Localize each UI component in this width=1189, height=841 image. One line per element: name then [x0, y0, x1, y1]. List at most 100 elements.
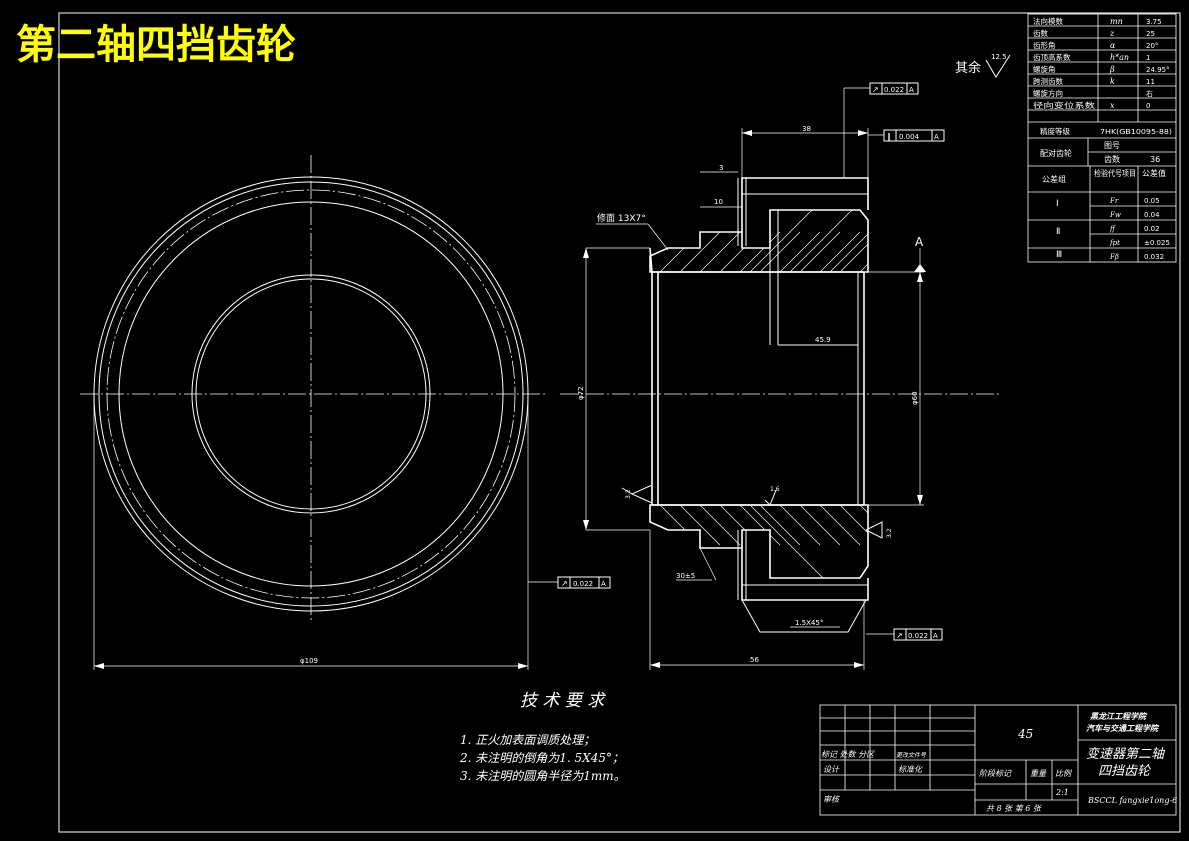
svg-text:BSCCL fangxie1ong-6: BSCCL fangxie1ong-6 [1087, 796, 1177, 805]
param-name: 法向模数 [1033, 16, 1063, 26]
svg-text:3.2: 3.2 [625, 489, 632, 499]
svg-text:∥: ∥ [887, 132, 891, 141]
param-row: 螺旋方向 右 [1033, 88, 1153, 98]
svg-text:3.2: 3.2 [886, 528, 893, 538]
svg-text:标准化: 标准化 [898, 765, 923, 774]
tolerance-frame-bottom: ↗ 0.022 A [893, 628, 943, 641]
roughness-inner-icon: 1.6 [764, 486, 780, 506]
svg-text:设计: 设计 [823, 765, 840, 774]
param-name: 齿形角 [1033, 40, 1056, 50]
material-label: 45 [1017, 727, 1033, 741]
chamfer-note-tip: 修面 13X7° [597, 212, 646, 224]
title-block [819, 704, 1177, 816]
param-symbol: z [1109, 29, 1115, 38]
drawing-border [58, 12, 1181, 833]
tolerance-group: Ⅰ [1056, 199, 1059, 209]
param-name: 径向变位系数 [1033, 100, 1096, 110]
tolerance-code: Fβ [1109, 253, 1119, 261]
param-name: 跨测齿数 [1033, 76, 1063, 86]
svg-text:阶段标记: 阶段标记 [979, 769, 1012, 778]
tolerance-value: 0.02 [1144, 225, 1160, 233]
svg-text:1.6: 1.6 [770, 486, 780, 493]
school-name: 黑龙江工程学院 [1090, 711, 1148, 721]
hatch-upper [650, 210, 868, 272]
dim-angle-30: 30±5 [676, 572, 695, 580]
roughness-symbol-icon: 12.5 [985, 53, 1011, 78]
svg-text:审核: 审核 [823, 795, 841, 804]
dim-length-45: 45.9 [815, 336, 831, 344]
svg-text:2:1: 2:1 [1055, 788, 1069, 797]
svg-text:共 8 张 第 6 张: 共 8 张 第 6 张 [986, 804, 1042, 813]
svg-text:↗: ↗ [561, 579, 568, 588]
param-symbol: β [1109, 65, 1115, 74]
svg-text:0.022: 0.022 [884, 86, 904, 94]
tolerance-frame-top: ↗ 0.022 A [869, 82, 919, 95]
svg-text:A: A [933, 632, 938, 640]
svg-text:图号: 图号 [1104, 141, 1120, 150]
tolerance-group: Ⅲ [1056, 250, 1062, 260]
param-symbol: k [1110, 77, 1115, 86]
technical-requirements: 技 术 要 求 1. 正火加表面调质处理； 2. 未注明的倒角为1. 5X45°… [459, 691, 626, 783]
tech-req-item: 2. 未注明的倒角为1. 5X45°； [459, 751, 624, 765]
tolerance-value: ±0.025 [1144, 239, 1170, 247]
param-row: 齿顶高系数 h*an 1 [1033, 52, 1150, 62]
param-value: 20° [1146, 42, 1158, 50]
svg-text:配对齿轮: 配对齿轮 [1040, 148, 1072, 158]
param-value: 25 [1146, 30, 1155, 38]
param-value: 11 [1146, 78, 1155, 86]
svg-text:0.022: 0.022 [908, 632, 928, 640]
param-row: 齿形角 α 20° [1033, 40, 1158, 50]
param-symbol: h*an [1110, 53, 1129, 62]
svg-text:重量: 重量 [1030, 769, 1047, 778]
svg-text:↗: ↗ [872, 85, 879, 94]
param-symbol: x [1110, 101, 1115, 110]
svg-text:公差组: 公差组 [1042, 174, 1066, 184]
tolerance-value: 0.05 [1144, 197, 1160, 205]
param-row: 跨测齿数 k 11 [1033, 76, 1155, 86]
svg-text:36: 36 [1150, 155, 1160, 164]
tech-req-item: 3. 未注明的圆角半径为1mm。 [460, 769, 626, 783]
dim-bore-diameter: φ72 [577, 386, 585, 400]
gear-parameter-table [1027, 13, 1177, 263]
dim-length-3: 3 [719, 164, 723, 172]
tolerance-value: 0.04 [1144, 211, 1160, 219]
svg-text:0.022: 0.022 [573, 580, 593, 588]
roughness-right-icon: 3.2 [865, 521, 893, 539]
param-value: 0 [1146, 102, 1150, 110]
svg-text:检验代号项目: 检验代号项目 [1094, 168, 1136, 178]
surface-finish-label: 其余 [955, 60, 981, 76]
param-value: 3.75 [1146, 18, 1162, 26]
param-row: 螺旋角 β 24.95° [1033, 64, 1170, 74]
param-value: 24.95° [1146, 66, 1170, 74]
param-name: 螺旋方向 [1033, 88, 1063, 98]
svg-text:A: A [909, 86, 914, 94]
title-block-text: 45 黑龙江工程学院 汽车与交通工程学院 变速器第二轴 四挡齿轮 标记 处数 分… [821, 711, 1177, 813]
tolerance-code: fpt [1109, 239, 1120, 247]
roughness-left-icon: 3.2 [621, 484, 653, 504]
school-dept: 汽车与交通工程学院 [1086, 723, 1160, 733]
tolerance-frame-parallel: ∥ 0.004 A [883, 129, 945, 142]
dim-outer-diameter: φ109 [300, 657, 318, 665]
svg-text:标记 处数 分区: 标记 处数 分区 [821, 750, 875, 759]
param-value: 7HK(GB10095-88) [1100, 128, 1172, 136]
drawing-name-1: 变速器第二轴 [1086, 746, 1166, 762]
param-value: 右 [1146, 89, 1153, 98]
dim-length-10: 10 [714, 198, 723, 206]
section-view: φ72 φ60 A 45.9 38 3 10 修面 13X7° [560, 82, 1000, 670]
svg-text:A: A [934, 133, 939, 141]
datum-label: A [915, 235, 924, 249]
param-value: 1 [1146, 54, 1150, 62]
tech-req-item: 1. 正火加表面调质处理； [460, 733, 595, 747]
param-name: 齿顶高系数 [1033, 52, 1071, 62]
svg-text:↗: ↗ [896, 631, 903, 640]
tolerance-value: 0.032 [1144, 253, 1164, 261]
tech-req-heading: 技 术 要 求 [520, 691, 606, 711]
param-symbol: α [1110, 41, 1116, 50]
param-name: 螺旋角 [1033, 64, 1056, 74]
dim-length-38: 38 [802, 125, 811, 133]
